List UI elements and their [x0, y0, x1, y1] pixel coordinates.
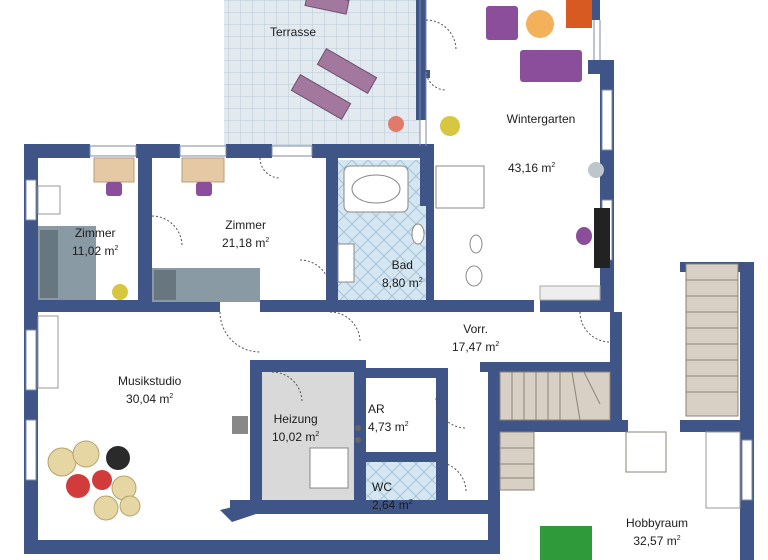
- room-area: 21,18 m2: [222, 233, 269, 251]
- area-value: 32,57 m: [633, 534, 677, 548]
- room-label-zimmer-small: Zimmer 11,02 m2: [72, 226, 118, 259]
- unit-sup: 2: [551, 162, 556, 169]
- room-label-heizung: Heizung 10,02 m2: [272, 412, 319, 445]
- room-label-terrasse: Terrasse: [270, 25, 316, 40]
- area-value: 4,73 m: [368, 420, 405, 434]
- unit-sup: 2: [676, 535, 681, 542]
- unit-sup: 2: [265, 237, 270, 244]
- room-area-wintergarten: 43,16 m2: [508, 158, 555, 176]
- room-name: AR: [368, 402, 385, 416]
- room-label-hobbyraum: Hobbyraum 32,57 m2: [626, 516, 688, 549]
- area-value: 17,47 m: [452, 340, 496, 354]
- unit-sup: 2: [418, 277, 423, 284]
- room-label-musikstudio: Musikstudio 30,04 m2: [118, 374, 181, 407]
- room-label-wc: WC 2,64 m2: [372, 480, 413, 513]
- unit-sup: 2: [315, 431, 320, 438]
- area-value: 30,04 m: [126, 392, 170, 406]
- bedroom-furniture: [37, 157, 260, 302]
- room-area: 4,73 m2: [368, 417, 409, 435]
- area-value: 21,18 m: [222, 236, 266, 250]
- hobby-furniture: [540, 431, 741, 560]
- room-name: Zimmer: [225, 218, 266, 232]
- area-value: 8,80 m: [382, 276, 419, 290]
- room-label-bad: Bad 8,80 m2: [382, 258, 423, 291]
- unit-sup: 2: [114, 245, 119, 252]
- room-area: 17,47 m2: [452, 337, 499, 355]
- room-name: Zimmer: [74, 226, 116, 240]
- area-value: 10,02 m: [272, 430, 316, 444]
- room-label-zimmer-large: Zimmer 21,18 m2: [222, 218, 269, 251]
- area-value: 11,02 m: [72, 244, 115, 258]
- unit-sup: 2: [408, 499, 413, 506]
- unit-sup: 2: [404, 421, 409, 428]
- room-area: 2,64 m2: [372, 495, 413, 513]
- bath-fixtures: [337, 165, 485, 287]
- glazing: [419, 0, 601, 146]
- room-area: 43,16 m: [508, 161, 552, 175]
- room-area: 11,02 m2: [72, 241, 118, 259]
- unit-sup: 2: [495, 341, 500, 348]
- room-area: 32,57 m2: [626, 531, 688, 549]
- room-label-vorr: Vorr. 17,47 m2: [452, 322, 499, 355]
- unit-sup: 2: [169, 393, 174, 400]
- room-name: WC: [372, 480, 392, 494]
- staircases: [499, 263, 739, 491]
- room-name: Hobbyraum: [626, 516, 689, 530]
- room-area: 30,04 m2: [118, 389, 181, 407]
- room-name: Heizung: [273, 412, 318, 426]
- stair-steps: [500, 279, 738, 479]
- terrace-furniture: [290, 0, 378, 120]
- music-furniture: [37, 315, 361, 521]
- room-area: 8,80 m2: [382, 273, 423, 291]
- terrace-floor: [224, 0, 420, 146]
- room-name: Vorr.: [463, 322, 488, 336]
- room-name: Wintergarten: [506, 112, 576, 126]
- area-value: 2,64 m: [372, 498, 409, 512]
- room-area: 10,02 m2: [272, 427, 319, 445]
- room-name: Bad: [391, 258, 413, 272]
- room-name: Musikstudio: [118, 374, 182, 388]
- room-label-ar: AR 4,73 m2: [368, 402, 409, 435]
- room-name: Terrasse: [270, 25, 317, 39]
- wintergarten-furniture: [388, 0, 610, 301]
- door-swings: [151, 19, 611, 493]
- room-label-wintergarten: Wintergarten: [496, 112, 586, 127]
